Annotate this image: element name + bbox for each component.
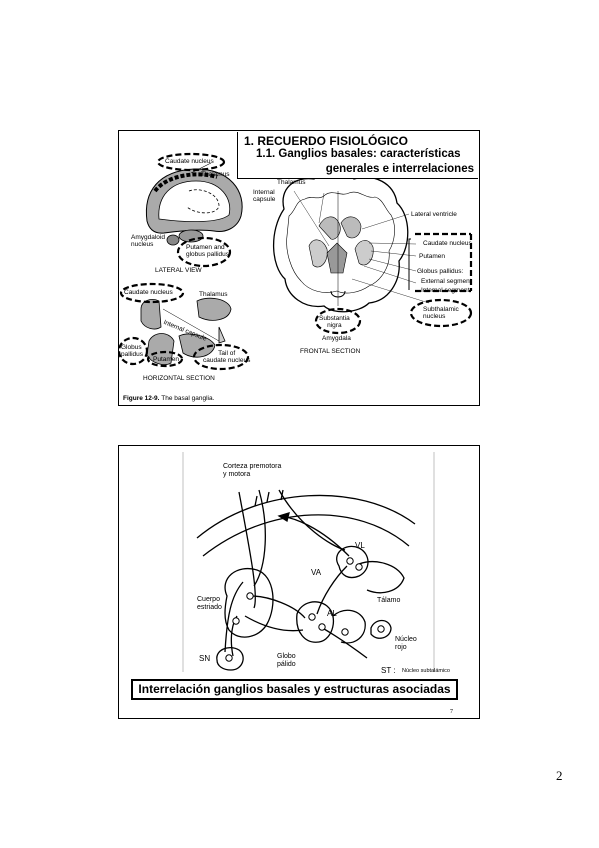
label-internal-segment: Internal segment bbox=[421, 287, 470, 294]
label-internal-capsule-frontal: Internal capsule bbox=[253, 189, 276, 203]
label-cuerpo-estriado: Cuerpo estriado bbox=[197, 596, 222, 611]
slide-number: 7 bbox=[450, 709, 453, 715]
slide-title-box: 1. RECUERDO FISIOLÓGICO 1.1. Ganglios ba… bbox=[237, 132, 478, 179]
label-lateral-ventricle: Lateral ventricle bbox=[411, 211, 457, 218]
label-putamen-horizontal: Putamen bbox=[153, 356, 180, 363]
label-putamen-globus-pallidus: Putamen and globus pallidus bbox=[186, 244, 230, 258]
label-thalamus-horizontal: Thalamus bbox=[199, 291, 228, 298]
lateral-view-drawing bbox=[145, 162, 243, 246]
label-nucleo-subtalamico: Núcleo subtalámico bbox=[402, 668, 450, 674]
page-number: 2 bbox=[556, 768, 563, 783]
label-thalamus-frontal: Thalamus bbox=[277, 179, 306, 186]
caption-horizontal-section: HORIZONTAL SECTION bbox=[143, 375, 215, 382]
horizontal-section-drawing bbox=[140, 297, 232, 365]
figure-number: Figure 12-9. bbox=[123, 395, 160, 402]
label-amygdala: Amygdala bbox=[322, 335, 351, 342]
slide-basal-ganglia-anatomy: 1. RECUERDO FISIOLÓGICO 1.1. Ganglios ba… bbox=[118, 130, 480, 406]
label-vl: VL bbox=[355, 541, 365, 550]
label-globus-pallidus-horizontal: Globus pallidus bbox=[121, 344, 144, 358]
label-amygdaloid-nucleus: Amygdaloid nucleus bbox=[131, 234, 165, 248]
frontal-section-drawing bbox=[272, 171, 430, 313]
label-al: AL bbox=[327, 609, 337, 618]
label-globo-palido: Globo pálido bbox=[277, 653, 296, 668]
label-caudate-nucleus-lateral: Caudate nucleus bbox=[165, 158, 214, 165]
label-putamen-frontal: Putamen bbox=[419, 253, 446, 260]
caption-frontal-section: FRONTAL SECTION bbox=[300, 348, 361, 355]
label-talamo: Tálamo bbox=[377, 597, 401, 604]
label-st: ST : bbox=[381, 666, 396, 675]
label-caudate-nucleus-frontal: Caudate nucleus bbox=[423, 240, 472, 247]
label-nucleo-rojo: Núcleo rojo bbox=[395, 636, 417, 651]
connections-diagram bbox=[182, 452, 435, 672]
label-tail-of-caudate: Tail of caudate nucleus bbox=[203, 350, 251, 364]
figure-caption: Figure 12-9. The basal ganglia. bbox=[123, 395, 214, 402]
label-va: VA bbox=[311, 568, 322, 577]
label-external-segment: External segment bbox=[421, 278, 472, 285]
label-caudate-nucleus-horizontal: Caudate nucleus bbox=[124, 289, 173, 296]
figure-caption-text: The basal ganglia. bbox=[161, 395, 215, 402]
label-sn: SN bbox=[199, 654, 211, 663]
title-line-3: generales e interrelaciones bbox=[325, 163, 474, 175]
slide-basal-ganglia-connections: Corteza premotora y motora VL VA Cuerpo … bbox=[118, 445, 480, 719]
label-globus-pallidus: Globus pallidus: bbox=[417, 268, 464, 275]
title-line-1: 1. RECUERDO FISIOLÓGICO bbox=[244, 134, 409, 148]
caption-lateral-view: LATERAL VIEW bbox=[155, 267, 202, 274]
title-line-2: 1.1. Ganglios basales: características bbox=[256, 148, 461, 160]
label-subthalamic-nucleus: Subthalamic nucleus bbox=[423, 306, 459, 320]
label-corteza-premotora: Corteza premotora y motora bbox=[223, 463, 282, 478]
label-substantia-nigra: Substantia nigra bbox=[319, 315, 350, 329]
basal-ganglia-illustration bbox=[119, 152, 473, 371]
label-thalamus-lateral: Thalamus bbox=[201, 171, 230, 178]
slide-banner-title: Interrelación ganglios basales y estruct… bbox=[131, 679, 458, 700]
